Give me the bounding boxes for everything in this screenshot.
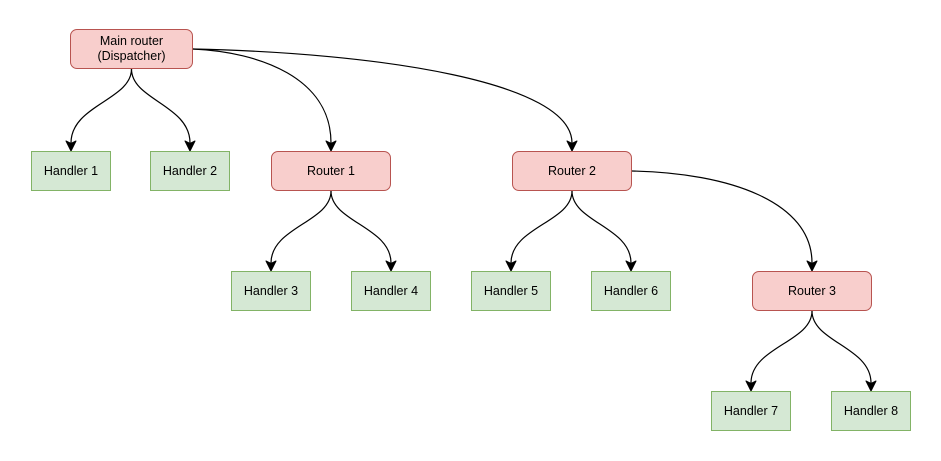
node-router-2[interactable]: Router 2: [512, 151, 632, 191]
edge-router2-to-handler-5: [510, 190, 573, 264]
edge-router1-to-handler-4: [330, 190, 392, 264]
arrow-handler-3-icon: [265, 260, 277, 272]
edge-router3-to-handler-7: [750, 310, 813, 384]
edge-main-to-handler-2: [130, 68, 191, 144]
node-handler-4[interactable]: Handler 4: [351, 271, 431, 311]
arrow-handler-4-icon: [385, 260, 397, 272]
node-handler-1[interactable]: Handler 1: [31, 151, 111, 191]
arrow-handler-7-icon: [745, 380, 757, 392]
node-main-router[interactable]: Main router (Dispatcher): [70, 29, 193, 69]
arrow-router-2-icon: [566, 140, 578, 152]
arrow-handler-2-icon: [184, 140, 196, 152]
arrow-handler-6-icon: [625, 260, 637, 272]
arrow-router-3-icon: [806, 260, 818, 272]
edge-router2-to-router-3: [631, 170, 813, 264]
arrow-router-1-icon: [325, 140, 337, 152]
node-handler-7[interactable]: Handler 7: [711, 391, 791, 431]
arrow-handler-1-icon: [65, 140, 77, 152]
edge-main-to-router-2: [192, 48, 573, 144]
node-handler-5[interactable]: Handler 5: [471, 271, 551, 311]
edge-router3-to-handler-8: [811, 310, 872, 384]
node-handler-3[interactable]: Handler 3: [231, 271, 311, 311]
node-router-3[interactable]: Router 3: [752, 271, 872, 311]
node-router-1[interactable]: Router 1: [271, 151, 391, 191]
edge-router2-to-handler-6: [571, 190, 632, 264]
edges-group: [70, 48, 872, 384]
edge-router1-to-handler-3: [270, 190, 332, 264]
node-handler-6[interactable]: Handler 6: [591, 271, 671, 311]
arrow-handler-5-icon: [505, 260, 517, 272]
node-handler-8[interactable]: Handler 8: [831, 391, 911, 431]
edge-main-to-handler-1: [70, 68, 133, 144]
edge-main-to-router-1: [192, 48, 332, 144]
arrow-handler-8-icon: [865, 380, 877, 392]
node-handler-2[interactable]: Handler 2: [150, 151, 230, 191]
